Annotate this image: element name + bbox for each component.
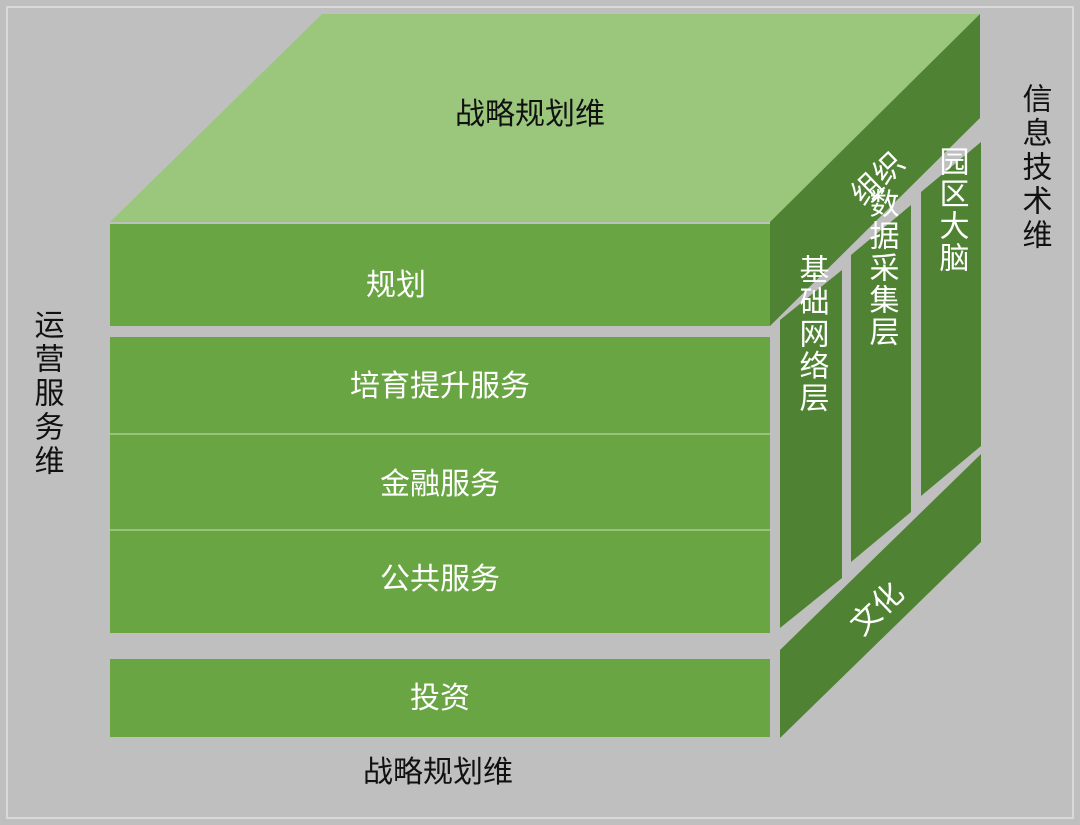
right-axis-label: 信息技术维 <box>1017 83 1053 253</box>
side-column-infrastructure-label: 基础网络层 <box>794 254 830 414</box>
front-services-block <box>110 337 770 633</box>
front-row-public-label: 公共服务 <box>380 562 500 597</box>
front-row-investment <box>110 659 770 737</box>
side-column-park-brain-label: 园区大脑 <box>934 146 970 274</box>
side-column-infrastructure <box>780 270 842 628</box>
top-face <box>110 14 980 222</box>
side-organization-band <box>770 14 980 326</box>
top-face-label: 战略规划维 <box>455 97 605 132</box>
front-row-cultivation-label: 培育提升服务 <box>350 369 530 404</box>
front-row-investment-label: 投资 <box>410 681 470 716</box>
left-axis-label: 运营服务维 <box>29 309 64 479</box>
bottom-axis-label: 战略规划维 <box>363 755 513 790</box>
side-column-data-collection <box>851 205 911 562</box>
front-row-finance-label: 金融服务 <box>380 467 500 502</box>
side-column-park-brain <box>921 142 981 496</box>
side-column-data-collection-label: 数据采集层 <box>864 188 900 348</box>
side-culture-band <box>780 454 981 738</box>
front-row-planning <box>110 224 770 326</box>
front-row-planning-label: 规划 <box>366 268 426 303</box>
